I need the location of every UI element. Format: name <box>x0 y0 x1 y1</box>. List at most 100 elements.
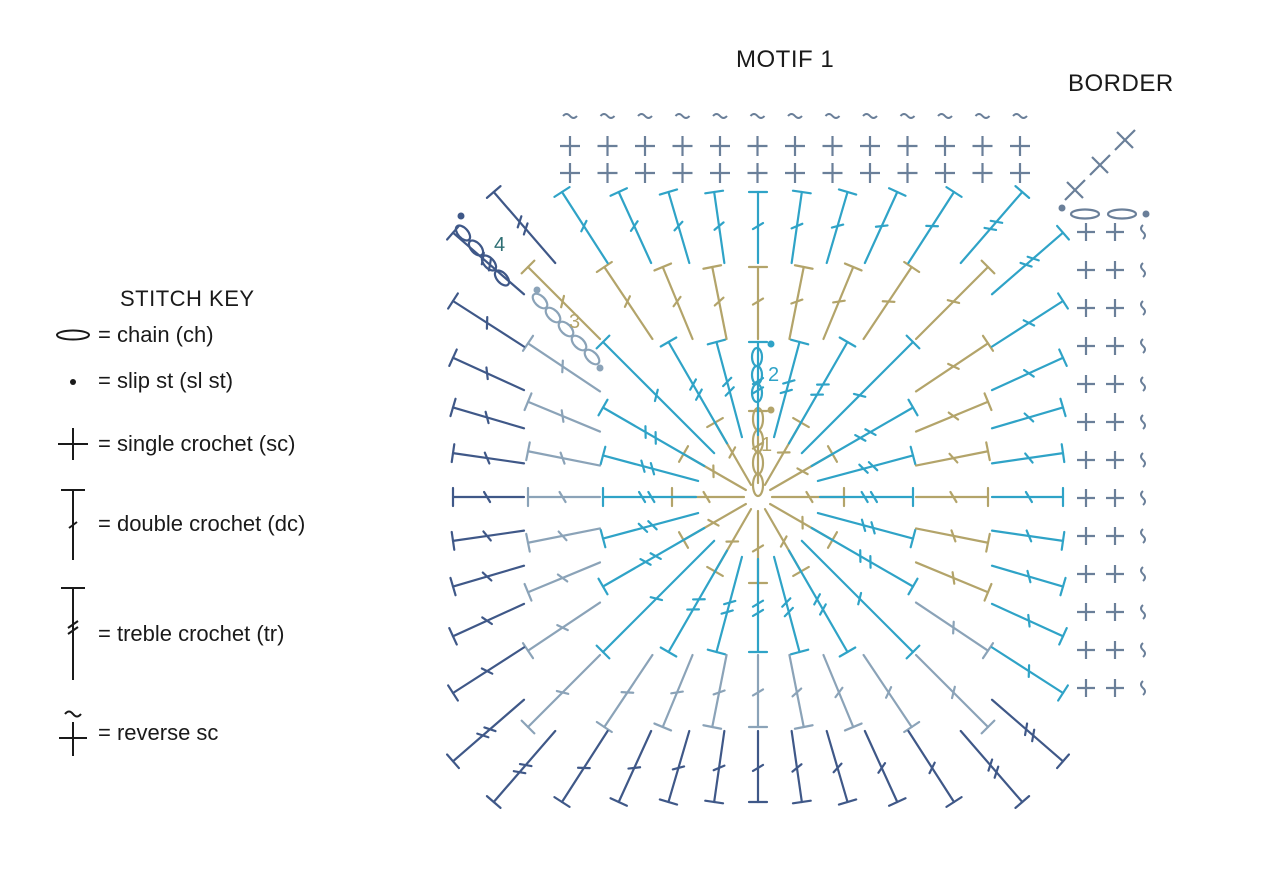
round3-stitch <box>914 486 990 508</box>
round4-stitch <box>450 443 526 465</box>
border-right-reverse-sc <box>1140 566 1146 582</box>
round2-stitch <box>772 555 810 656</box>
round4-stitch <box>990 564 1067 597</box>
border-top-reverse-sc <box>824 113 841 119</box>
round4-stitch <box>990 397 1067 430</box>
border-right-reverse-sc <box>1140 452 1146 468</box>
border-right-reverse-sc <box>1140 224 1146 240</box>
round2-stitch <box>659 549 729 658</box>
border-top-reverse-sc <box>862 113 878 119</box>
round3-chain <box>531 292 549 310</box>
round4-stitch <box>825 188 858 265</box>
border-right-reverse-sc <box>1140 262 1146 278</box>
border-right-reverse-sc <box>1140 338 1146 354</box>
round4-stitch <box>990 292 1069 348</box>
round4-chain <box>467 239 485 257</box>
round2-stitch <box>787 336 857 445</box>
round4-stitch <box>959 729 1031 809</box>
border-right-reverse-sc <box>1140 490 1146 506</box>
round2-stitch <box>597 398 706 468</box>
round4-stitch <box>448 602 526 646</box>
round3-stitch <box>521 334 602 393</box>
round3-stitch <box>914 392 993 433</box>
round4-stitch <box>863 187 907 265</box>
round4-stitch <box>907 186 963 265</box>
round3-slip-stitch-a <box>533 286 541 294</box>
key-label-single-crochet: = single crochet (sc) <box>98 431 296 456</box>
round4-stitch <box>990 348 1068 392</box>
border-top-reverse-sc <box>974 113 991 119</box>
slip-stitch-icon <box>50 374 96 388</box>
round2-chain <box>750 382 764 404</box>
round3-stitch <box>822 653 863 732</box>
border-top-reverse-sc <box>599 113 616 119</box>
round3-stitch <box>520 259 602 341</box>
border-top-reverse-sc <box>562 113 578 119</box>
round4-stitch <box>825 729 858 806</box>
round4-slip-stitch <box>457 212 465 220</box>
round3-chain <box>557 320 575 338</box>
key-row-reverse-sc: = reverse sc <box>50 706 218 760</box>
border-slip-stitch-b <box>1142 210 1150 218</box>
border-chain <box>1106 208 1138 220</box>
round2-stitch <box>818 486 915 508</box>
key-row-single-crochet: = single crochet (sc) <box>50 424 295 464</box>
round4-stitch <box>990 443 1066 465</box>
round3-stitch <box>788 653 814 730</box>
border-slip-stitch-a <box>1058 204 1066 212</box>
round3-stitch <box>914 601 995 660</box>
round4-stitch <box>990 602 1068 646</box>
round-label-4: 4 <box>494 234 505 256</box>
round2-stitch <box>810 398 919 468</box>
treble-crochet-icon <box>50 584 96 684</box>
round2-stitch <box>599 445 700 483</box>
round3-stitch <box>653 653 694 732</box>
round4-stitch <box>990 224 1070 296</box>
key-label-slip-stitch: = slip st (sl st) <box>98 368 234 393</box>
round3-stitch <box>520 653 602 735</box>
round4-chain <box>454 224 472 242</box>
key-row-slip-stitch: = slip st (sl st) <box>50 368 233 394</box>
stitch-key-title: STITCH KEY <box>120 286 255 311</box>
round4-stitch <box>485 729 557 809</box>
border-corner-sc <box>1116 131 1134 149</box>
border-top-reverse-sc <box>787 113 803 119</box>
border-top-reverse-sc <box>1012 113 1028 119</box>
border-right-reverse-sc <box>1140 680 1146 696</box>
round4-stitch <box>990 529 1066 551</box>
double-crochet-icon <box>50 484 96 564</box>
round2-stitch <box>800 334 921 455</box>
key-label-reverse-sc: = reverse sc <box>98 720 219 745</box>
round4-stitch <box>990 486 1065 508</box>
round4-stitch <box>704 729 726 805</box>
round3-stitch <box>523 392 602 433</box>
round3-stitch <box>747 653 769 729</box>
key-row-double-crochet: = double crochet (dc) <box>50 484 305 564</box>
round2-stitch <box>772 338 810 439</box>
round4-stitch <box>609 729 653 807</box>
border-right-reverse-sc <box>1140 300 1146 316</box>
round3-stitch <box>914 441 991 467</box>
round3-stitch <box>526 486 602 508</box>
round3-stitch <box>525 527 602 553</box>
motif-title: MOTIF 1 <box>736 46 835 73</box>
round4-stitch <box>553 186 609 265</box>
round2-stitch <box>595 539 716 660</box>
round4-stitch <box>990 698 1070 770</box>
border-right-reverse-sc <box>1140 414 1146 430</box>
border-title: BORDER <box>1068 70 1174 97</box>
key-row-treble-crochet: = treble crochet (tr) <box>50 584 284 684</box>
round4-stitch <box>553 729 609 808</box>
reverse-sc-icon <box>50 706 96 760</box>
round3-stitch <box>788 264 814 341</box>
round3-stitch <box>862 260 921 341</box>
round4-stitch <box>704 189 726 265</box>
round3-stitch <box>747 265 769 341</box>
round3-stitch <box>523 561 602 602</box>
round3-stitch <box>914 334 995 393</box>
round2-stitch <box>787 549 857 658</box>
round2-stitch <box>816 511 917 549</box>
round4-stitch <box>448 348 526 392</box>
round4-stitch <box>747 729 769 804</box>
